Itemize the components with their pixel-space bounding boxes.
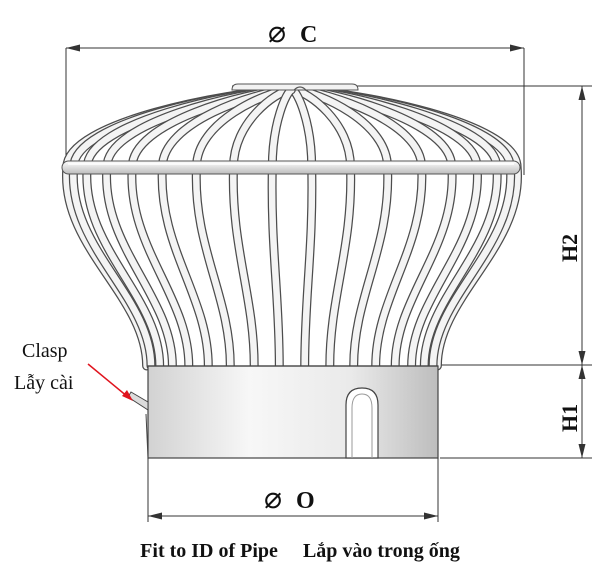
clasp-label-vi: Lẫy cài xyxy=(14,372,74,394)
h2-label: H2 xyxy=(557,234,582,262)
dome-rib-highlight xyxy=(290,86,354,370)
dimension-o: ⌀ O xyxy=(147,458,439,522)
caption-english: Fit to ID of Pipe xyxy=(140,540,278,562)
diameter-c-label: C xyxy=(300,22,317,48)
diameter-o-symbol: ⌀ xyxy=(264,482,282,515)
dome-rib-highlight xyxy=(230,86,294,370)
caption-vietnamese: Lắp vào trong ống xyxy=(302,540,460,562)
clasp-label-en: Clasp xyxy=(22,340,68,362)
h1-label: H1 xyxy=(557,404,582,432)
diameter-c-symbol: ⌀ xyxy=(268,16,286,49)
equator-ring xyxy=(61,160,521,175)
base-cylinder xyxy=(147,365,439,459)
caption: Fit to ID of Pipe Lắp vào trong ống xyxy=(0,540,600,563)
dome-ribs xyxy=(62,85,522,371)
dome-rib-highlight xyxy=(289,86,316,370)
diameter-o-label: O xyxy=(296,488,315,514)
dimension-h1: H1 xyxy=(440,365,592,459)
dome-rib-highlight xyxy=(193,86,292,370)
clasp-tab xyxy=(127,391,149,459)
clasp-callout: Clasp Lẫy cài xyxy=(14,340,133,401)
dome-rib-highlight xyxy=(292,86,391,370)
dome-rib-highlight xyxy=(268,86,295,370)
top-cap xyxy=(231,83,359,91)
dimension-c: ⌀ C xyxy=(65,16,525,175)
base-slot xyxy=(345,387,379,459)
